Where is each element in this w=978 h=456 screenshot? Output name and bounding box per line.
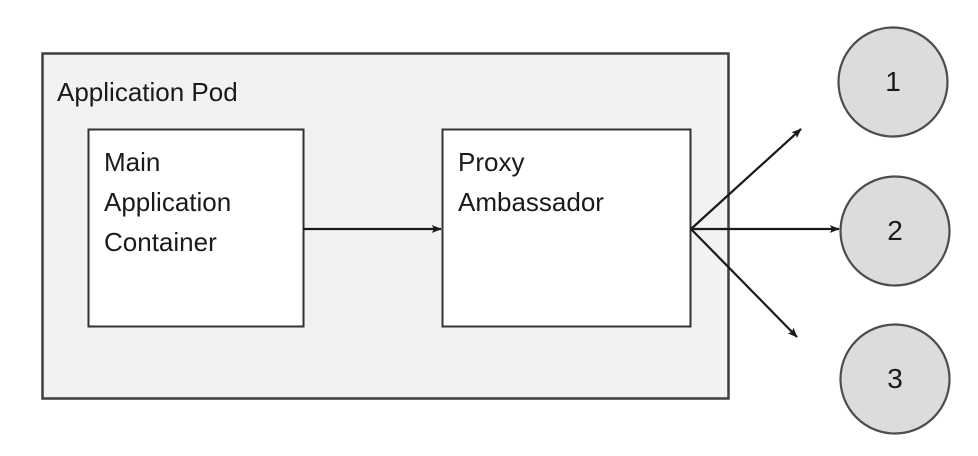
application-pod-label: Application Pod — [57, 77, 238, 107]
main-application-container-label: Main Application Container — [104, 147, 232, 257]
proxy-ambassador-box — [441, 128, 692, 328]
service-2-label: 2 — [887, 215, 903, 246]
arrow-proxy-to-service-3 — [690, 228, 798, 338]
service-circle-2 — [839, 175, 951, 287]
service-3-label: 3 — [887, 363, 903, 394]
service-1-label: 1 — [885, 66, 901, 97]
main-application-container-box — [87, 128, 305, 328]
service-circle-3 — [839, 323, 951, 435]
arrow-proxy-to-service-1 — [690, 128, 802, 230]
proxy-ambassador-label: Proxy Ambassador — [458, 147, 604, 217]
service-circle-1 — [837, 26, 949, 138]
